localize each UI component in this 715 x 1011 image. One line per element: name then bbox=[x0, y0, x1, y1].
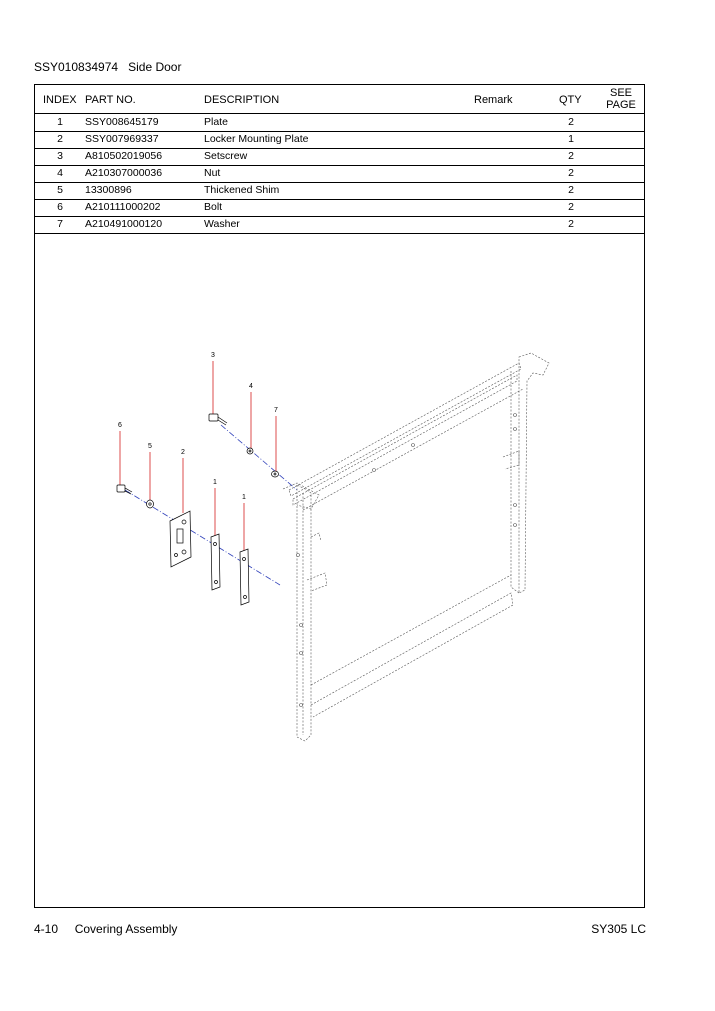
col-header-see-page: SEE PAGE bbox=[601, 87, 641, 111]
col-header-qty: QTY bbox=[559, 94, 582, 106]
callout-label: 7 bbox=[274, 407, 278, 414]
row-description: Setscrew bbox=[204, 150, 248, 162]
col-header-see: SEE bbox=[609, 87, 632, 99]
row-qty: 2 bbox=[568, 116, 574, 128]
row-part-no: A210491000120 bbox=[85, 218, 163, 230]
shim-part bbox=[146, 499, 154, 509]
callout-label: 3 bbox=[211, 352, 215, 359]
row-index: 7 bbox=[57, 218, 63, 230]
parts-list-frame: INDEX PART NO. DESCRIPTION Remark QTY SE… bbox=[34, 84, 645, 908]
table-row-divider bbox=[35, 199, 644, 200]
col-header-index: INDEX bbox=[43, 94, 77, 106]
callout-label: 1 bbox=[213, 479, 217, 486]
row-index: 6 bbox=[57, 201, 63, 213]
page-title: SSY010834974 Side Door bbox=[34, 60, 181, 74]
callout-label: 4 bbox=[249, 383, 253, 390]
row-index: 1 bbox=[57, 116, 63, 128]
row-description: Thickened Shim bbox=[204, 184, 280, 196]
row-index: 3 bbox=[57, 150, 63, 162]
document-name: Side Door bbox=[128, 60, 182, 74]
col-header-page: PAGE bbox=[606, 99, 636, 111]
axis-line-upper bbox=[220, 424, 298, 491]
row-qty: 2 bbox=[568, 167, 574, 179]
table-row-divider bbox=[35, 233, 644, 234]
callout-label: 5 bbox=[148, 443, 152, 450]
row-part-no: 13300896 bbox=[85, 184, 132, 196]
row-index: 4 bbox=[57, 167, 63, 179]
row-description: Bolt bbox=[204, 201, 223, 213]
row-description: Locker Mounting Plate bbox=[204, 133, 309, 145]
document-code: SSY010834974 bbox=[34, 60, 119, 74]
table-row-divider bbox=[35, 148, 644, 149]
row-qty: 2 bbox=[568, 201, 574, 213]
bolt-part bbox=[116, 484, 133, 495]
footer-page-number: 4-10 bbox=[34, 922, 59, 936]
row-qty: 2 bbox=[568, 218, 574, 230]
col-header-remark: Remark bbox=[474, 94, 513, 106]
table-row-divider bbox=[35, 165, 644, 166]
washer-part bbox=[271, 470, 279, 478]
callout-label: 6 bbox=[118, 422, 122, 429]
row-index: 2 bbox=[57, 133, 63, 145]
row-part-no: SSY007969337 bbox=[85, 133, 159, 145]
row-part-no: A810502019056 bbox=[85, 150, 163, 162]
frame-holes bbox=[296, 413, 517, 707]
row-part-no: A210307000036 bbox=[85, 167, 163, 179]
callout-label: 1 bbox=[242, 494, 246, 501]
row-index: 5 bbox=[57, 184, 63, 196]
table-row-divider bbox=[35, 182, 644, 183]
row-qty: 1 bbox=[568, 133, 574, 145]
row-description: Washer bbox=[204, 218, 240, 230]
nut-part bbox=[246, 447, 254, 455]
table-row-divider bbox=[35, 131, 644, 132]
row-description: Nut bbox=[204, 167, 221, 179]
col-header-part-no: PART NO. bbox=[85, 94, 136, 106]
header-divider bbox=[35, 113, 644, 114]
row-qty: 2 bbox=[568, 150, 574, 162]
exploded-diagram: 3 4 7 6 5 2 1 1 bbox=[116, 352, 550, 742]
row-part-no: SSY008645179 bbox=[85, 116, 159, 128]
setscrew-part bbox=[208, 413, 228, 426]
footer-section-title: Covering Assembly bbox=[74, 922, 178, 936]
footer-model: SY305 LC bbox=[591, 922, 646, 936]
table-row-divider bbox=[35, 216, 644, 217]
plate-part-a bbox=[210, 533, 221, 591]
locker-plate-part bbox=[169, 510, 192, 568]
footer-section: 4-10 Covering Assembly bbox=[34, 922, 177, 936]
row-qty: 2 bbox=[568, 184, 574, 196]
col-header-description: DESCRIPTION bbox=[204, 94, 280, 106]
plate-part-b bbox=[239, 548, 250, 606]
callout-label: 2 bbox=[181, 449, 185, 456]
side-door-frame bbox=[282, 352, 550, 742]
row-description: Plate bbox=[204, 116, 228, 128]
row-part-no: A210111000202 bbox=[85, 201, 161, 213]
